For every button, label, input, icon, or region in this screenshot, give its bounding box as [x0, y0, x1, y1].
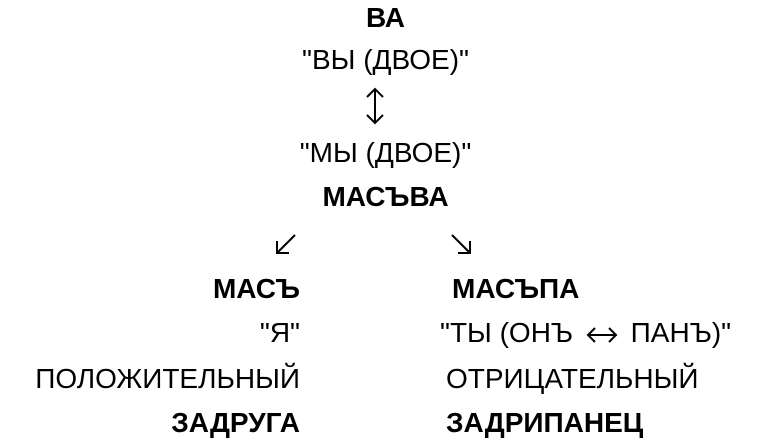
right-gloss: "ТЫ (ОНЪ ПАНЪ)" — [440, 316, 731, 352]
right-result: ЗАДРИПАНЕЦ — [446, 407, 644, 438]
left-gloss: "Я" — [259, 317, 300, 348]
middle-gloss: "МЫ (ДВОЕ)" — [299, 137, 472, 168]
left-result: ЗАДРУГА — [171, 407, 300, 438]
right-gloss-end: ПАНЪ)" — [630, 317, 732, 348]
right-quality: ОТРИЦАТЕЛЬНЫЙ — [446, 363, 699, 394]
down-left-arrow-icon — [274, 232, 298, 256]
top-word: ВА — [365, 2, 406, 33]
right-gloss-start: "ТЫ (ОНЪ — [440, 317, 574, 348]
left-quality: ПОЛОЖИТЕЛЬНЫЙ — [35, 363, 300, 394]
left-right-arrow-icon — [585, 318, 619, 352]
down-right-arrow-icon — [449, 232, 473, 256]
middle-word: МАСЪВА — [322, 181, 449, 212]
top-gloss: "ВЫ (ДВОЕ)" — [302, 44, 469, 75]
left-word: МАСЪ — [212, 273, 300, 304]
right-word: МАСЪПА — [452, 273, 580, 304]
up-down-arrow-icon — [364, 86, 386, 126]
